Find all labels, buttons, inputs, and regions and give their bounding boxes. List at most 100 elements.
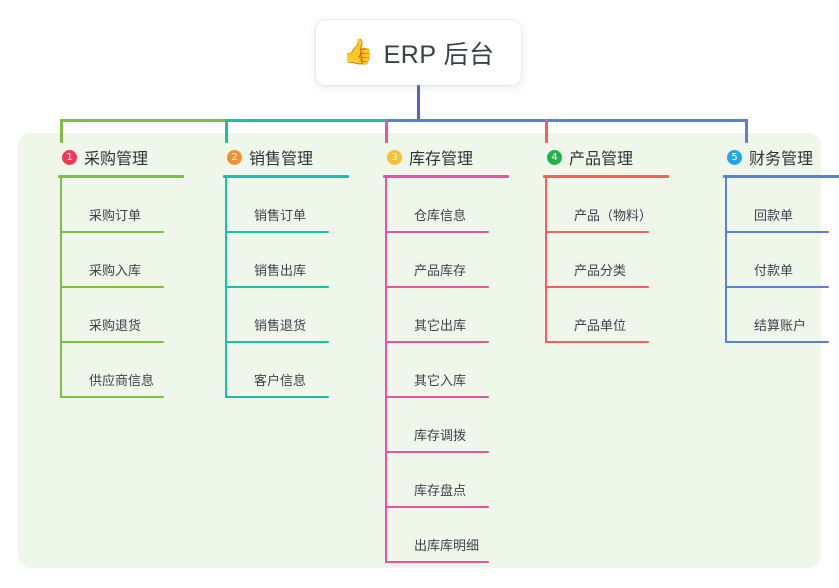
branch-item[interactable]: 其它出库	[385, 288, 515, 343]
connector-drop-1	[60, 119, 63, 143]
branch-item[interactable]: 销售出库	[225, 233, 355, 288]
branch-underline	[58, 175, 184, 178]
branch-underline	[383, 175, 509, 178]
root-node-title: ERP 后台	[383, 40, 495, 69]
branch-item-label: 产品单位	[574, 318, 627, 333]
branch-item[interactable]: 其它入库	[385, 343, 515, 398]
branch-item[interactable]: 库存调拨	[385, 398, 515, 453]
branch-column-4: 4 产品管理产品（物料） 产品分类产品单位	[525, 146, 675, 343]
branch-item-label: 仓库信息	[414, 208, 467, 223]
branch-number-badge: 3	[387, 149, 402, 165]
branch-item-list: 产品（物料） 产品分类产品单位	[545, 178, 675, 343]
branch-item[interactable]: 出库库明细	[385, 508, 515, 563]
branch-header-5[interactable]: 5 财务管理	[705, 146, 839, 168]
branch-item-label: 产品分类	[574, 263, 627, 278]
branch-item[interactable]: 产品单位	[545, 288, 675, 343]
branch-item-underline	[385, 341, 489, 343]
branch-item-underline	[60, 286, 164, 288]
connector-drop-5	[745, 119, 748, 143]
branch-item-label: 产品（物料）	[574, 208, 653, 223]
branch-item-underline	[385, 451, 489, 453]
connector-drop-4	[545, 119, 548, 143]
branch-item[interactable]: 付款单	[725, 233, 839, 288]
branch-item[interactable]: 产品库存	[385, 233, 515, 288]
branch-item[interactable]: 结算账户	[725, 288, 839, 343]
branch-item-label: 采购入库	[89, 263, 142, 278]
branch-item-underline	[385, 286, 489, 288]
branch-item-label: 客户信息	[254, 373, 307, 388]
branch-item[interactable]: 产品（物料）	[545, 178, 675, 233]
branch-item-underline	[60, 396, 164, 398]
branch-item-underline	[725, 286, 829, 288]
branch-item-underline	[60, 231, 164, 233]
branch-item-label: 采购退货	[89, 318, 142, 333]
root-node[interactable]: 👍 ERP 后台	[316, 20, 521, 85]
thumbs-up-icon: 👍	[342, 38, 374, 66]
branch-header-2[interactable]: 2 销售管理	[205, 146, 355, 168]
branch-title: 财务管理	[749, 151, 814, 168]
branch-column-1: 1 采购管理采购订单采购入库采购退货供应商信息	[40, 146, 190, 398]
branch-item[interactable]: 供应商信息	[60, 343, 190, 398]
branch-item[interactable]: 销售退货	[225, 288, 355, 343]
branch-spine	[725, 178, 727, 343]
connector-segment-1	[60, 119, 228, 122]
branch-column-2: 2 销售管理销售订单销售出库销售退货客户信息	[205, 146, 355, 398]
branch-title: 采购管理	[84, 151, 149, 168]
branch-item-label: 产品库存	[414, 263, 467, 278]
branch-item[interactable]: 销售订单	[225, 178, 355, 233]
branch-item-label: 其它出库	[414, 318, 467, 333]
branch-item-label: 结算账户	[754, 318, 807, 333]
branch-column-3: 3 库存管理仓库信息产品库存其它出库其它入库库存调拨库存盘点出库库明细	[365, 146, 515, 563]
branch-header-1[interactable]: 1 采购管理	[40, 146, 190, 168]
branch-item-underline	[545, 341, 649, 343]
branch-item[interactable]: 仓库信息	[385, 178, 515, 233]
branch-item-label: 出库库明细	[414, 538, 480, 553]
branch-column-5: 5 财务管理回款单付款单结算账户	[705, 146, 839, 343]
branch-number-badge: 2	[227, 149, 242, 165]
branch-number-badge: 5	[727, 149, 742, 165]
branch-item[interactable]: 采购入库	[60, 233, 190, 288]
branch-item-underline	[385, 396, 489, 398]
branch-underline	[723, 175, 839, 178]
connector-segment-3	[385, 119, 748, 122]
branch-title: 产品管理	[569, 151, 634, 168]
branch-item-label: 采购订单	[89, 208, 142, 223]
connector-root-stem	[417, 85, 420, 122]
branch-number-badge: 1	[62, 149, 77, 165]
branch-item-underline	[225, 286, 329, 288]
branch-item-label: 库存调拨	[414, 428, 467, 443]
branch-header-4[interactable]: 4 产品管理	[525, 146, 675, 168]
branch-item-label: 其它入库	[414, 373, 467, 388]
branch-item-label: 销售订单	[254, 208, 307, 223]
branch-item-underline	[385, 561, 489, 563]
branch-header-3[interactable]: 3 库存管理	[365, 146, 515, 168]
connector-segment-2	[225, 119, 388, 122]
branch-item[interactable]: 采购退货	[60, 288, 190, 343]
branch-title: 库存管理	[409, 151, 474, 168]
branch-item[interactable]: 采购订单	[60, 178, 190, 233]
branch-number-badge: 4	[547, 149, 562, 165]
branch-item-underline	[225, 341, 329, 343]
branch-item-underline	[385, 506, 489, 508]
branch-item[interactable]: 产品分类	[545, 233, 675, 288]
root-node-content: 👍 ERP 后台	[342, 35, 494, 71]
diagram-panel	[18, 133, 821, 568]
branch-item-list: 仓库信息产品库存其它出库其它入库库存调拨库存盘点出库库明细	[385, 178, 515, 563]
branch-underline	[543, 175, 669, 178]
branch-item[interactable]: 回款单	[725, 178, 839, 233]
branch-title: 销售管理	[249, 151, 314, 168]
branch-item[interactable]: 库存盘点	[385, 453, 515, 508]
branch-item-list: 销售订单销售出库销售退货客户信息	[225, 178, 355, 398]
branch-item-label: 付款单	[754, 263, 794, 278]
branch-spine	[545, 178, 547, 343]
branch-item-underline	[225, 231, 329, 233]
branch-item[interactable]: 客户信息	[225, 343, 355, 398]
branch-item-underline	[385, 231, 489, 233]
branch-item-label: 销售退货	[254, 318, 307, 333]
branch-item-list: 回款单付款单结算账户	[725, 178, 839, 343]
branch-spine	[225, 178, 227, 398]
branch-underline	[223, 175, 349, 178]
branch-spine	[60, 178, 62, 398]
branch-item-underline	[545, 286, 649, 288]
